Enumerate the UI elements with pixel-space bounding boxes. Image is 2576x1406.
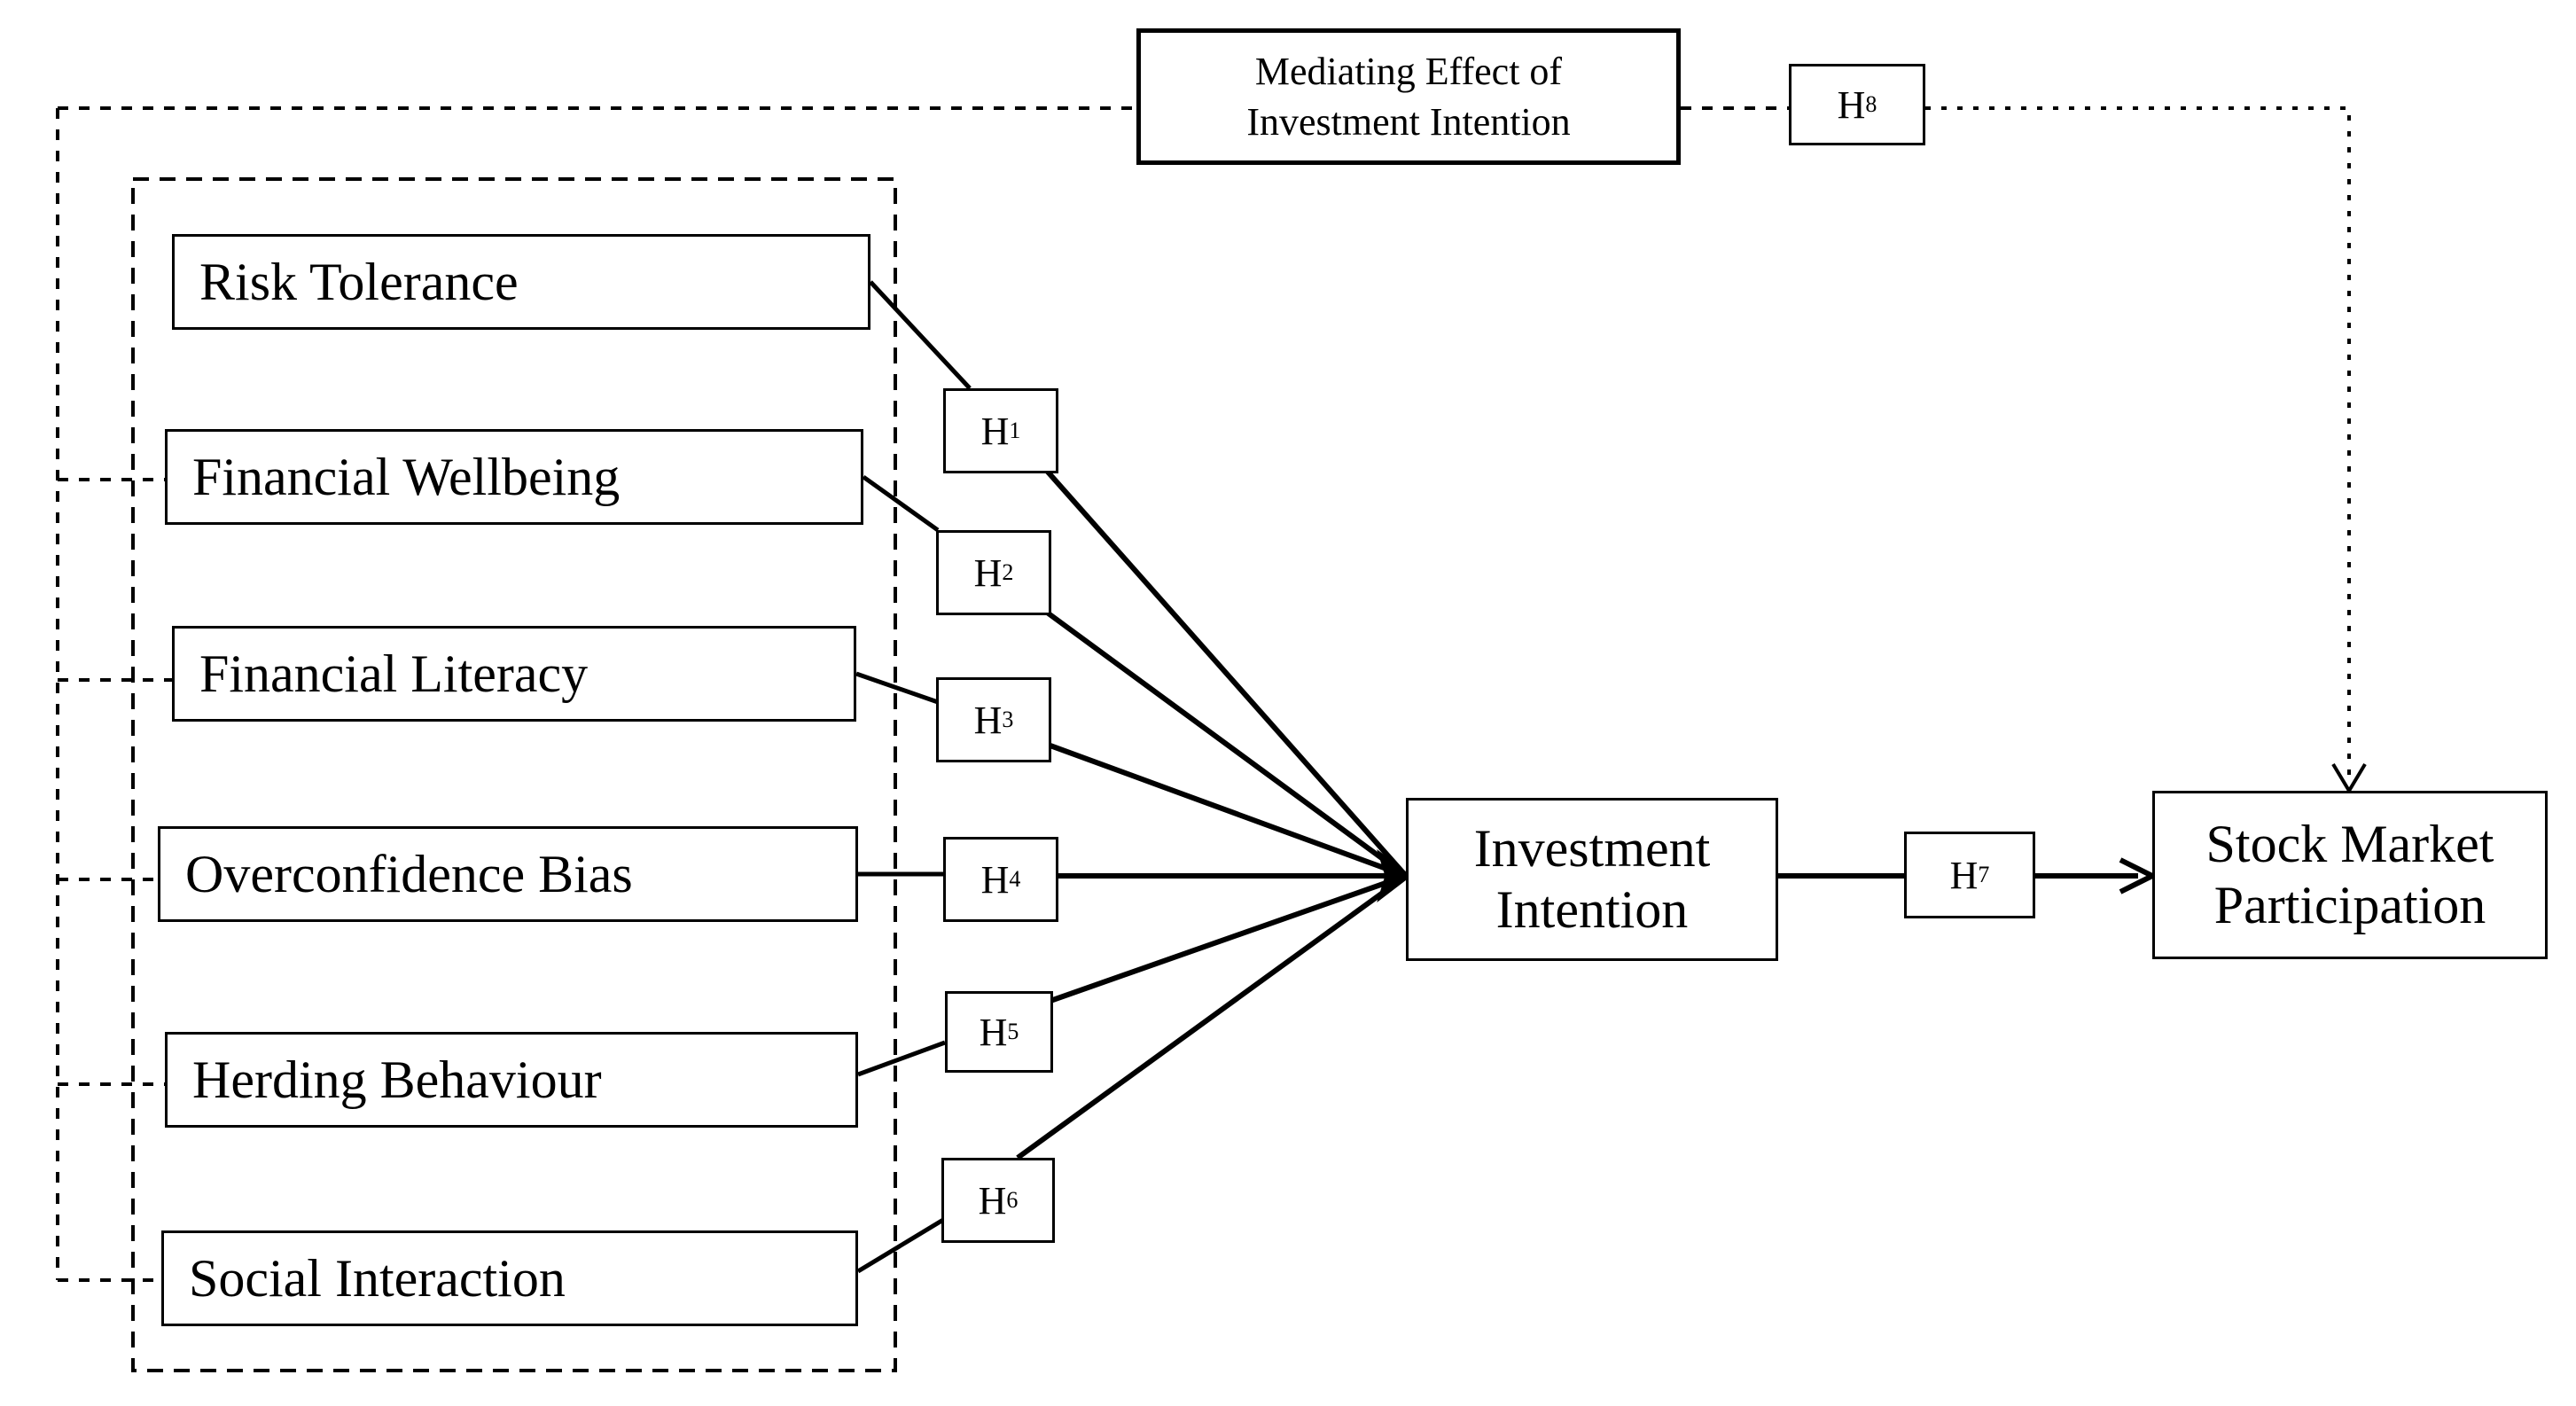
predictor-label: Risk Tolerance: [199, 252, 519, 311]
h6-prefix: H: [978, 1178, 1007, 1222]
path-h5-end: [1047, 873, 1407, 1004]
path-h6-end: [1016, 873, 1408, 1160]
path-h2-end: [1044, 609, 1408, 879]
predictor-label: Overconfidence Bias: [185, 844, 633, 903]
mediation-line-right: [1925, 106, 2351, 785]
h4-number: 4: [1009, 866, 1021, 892]
predictor-label: Financial Wellbeing: [192, 447, 621, 506]
h5-prefix: H: [979, 1010, 1008, 1054]
h2-number: 2: [1002, 559, 1014, 585]
path-h6-start: [856, 1217, 945, 1274]
path-h5-start: [857, 1040, 946, 1077]
h4-prefix: H: [980, 857, 1010, 902]
predictor-risk-tolerance: Risk Tolerance: [172, 234, 870, 330]
path-h3-end: [1046, 742, 1408, 879]
path-h1-end: [1043, 468, 1409, 878]
path-h1-start: [869, 280, 972, 390]
h1-prefix: H: [980, 409, 1010, 453]
h1-number: 1: [1009, 418, 1021, 443]
h7-prefix: H: [1949, 853, 1979, 897]
mediating-label-line-2: Investment Intention: [1246, 100, 1571, 144]
mediation-arrowhead: [2331, 762, 2367, 794]
h7-number: 7: [1978, 862, 1990, 887]
convergence-arrowhead: [1377, 848, 1412, 903]
h3-number: 3: [1002, 707, 1014, 732]
predictor-label: Financial Literacy: [199, 644, 589, 703]
stock-market-line-1: Stock Market: [2205, 815, 2494, 873]
predictor-group-border: [131, 177, 897, 1372]
h6-number: 6: [1006, 1187, 1019, 1213]
h2-prefix: H: [973, 551, 1003, 595]
stock-market-line-2: Participation: [2213, 876, 2486, 934]
mediating-effect-box: Mediating Effect of Investment Intention: [1136, 28, 1681, 165]
mediating-label-line-1: Mediating Effect of: [1254, 49, 1563, 93]
investment-intention-box: Investment Intention: [1406, 798, 1778, 961]
predictor-financial-wellbeing: Financial Wellbeing: [165, 429, 863, 525]
path-h3-start: [855, 671, 939, 705]
h3-prefix: H: [973, 698, 1003, 742]
stock-market-participation-box: Stock Market Participation: [2152, 791, 2548, 959]
h8-number: 8: [1865, 91, 1877, 117]
predictor-herding-behaviour: Herding Behaviour: [165, 1032, 858, 1128]
investment-intention-line-2: Intention: [1495, 880, 1689, 939]
h8-prefix: H: [1837, 82, 1866, 127]
predictor-overconfidence-bias: Overconfidence Bias: [158, 826, 858, 922]
predictor-financial-literacy: Financial Literacy: [172, 626, 856, 722]
predictor-label: Herding Behaviour: [192, 1050, 602, 1109]
path-h2-start: [862, 474, 940, 533]
investment-intention-line-1: Investment: [1473, 819, 1711, 878]
predictor-social-interaction: Social Interaction: [161, 1230, 858, 1326]
h5-number: 5: [1007, 1019, 1019, 1044]
predictor-label: Social Interaction: [189, 1248, 566, 1308]
